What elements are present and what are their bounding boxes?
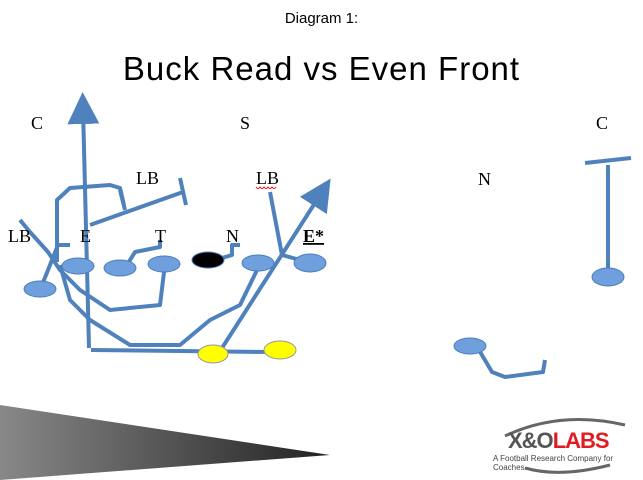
routes: [18, 92, 632, 379]
offense-player: [103, 259, 137, 277]
back-path: [90, 348, 281, 354]
defender-label: N: [478, 169, 491, 189]
defender-label: S: [240, 113, 250, 133]
back-player: [197, 344, 229, 364]
slide-title: Buck Read vs Even Front: [122, 50, 521, 87]
defender-label: LB: [8, 226, 31, 246]
offense-player: [147, 255, 181, 273]
defender-label: LB: [256, 168, 279, 188]
defender-label: C: [596, 113, 608, 133]
offense-player: [293, 253, 327, 273]
back-player: [263, 340, 297, 360]
defender-label: N: [226, 226, 239, 246]
defender-label: C: [31, 113, 43, 133]
defender-label: E: [80, 226, 91, 246]
offense-player: [591, 267, 625, 287]
xo-labs-logo: X&OLABS A Football Research Company for …: [493, 428, 614, 472]
read-defender-label: E*: [303, 226, 324, 246]
center-player: [191, 251, 225, 269]
decorative-wedge: [0, 405, 330, 480]
defender-label: T: [155, 226, 166, 246]
offense-player: [23, 280, 57, 298]
buck-path: [220, 178, 331, 350]
offense-player: [241, 254, 275, 272]
vertical-route: [67, 92, 100, 349]
offense-player: [61, 257, 95, 275]
diagram-number: Diagram 1:: [284, 10, 359, 27]
offense-player: [453, 337, 487, 355]
defender-label: LB: [136, 168, 159, 188]
